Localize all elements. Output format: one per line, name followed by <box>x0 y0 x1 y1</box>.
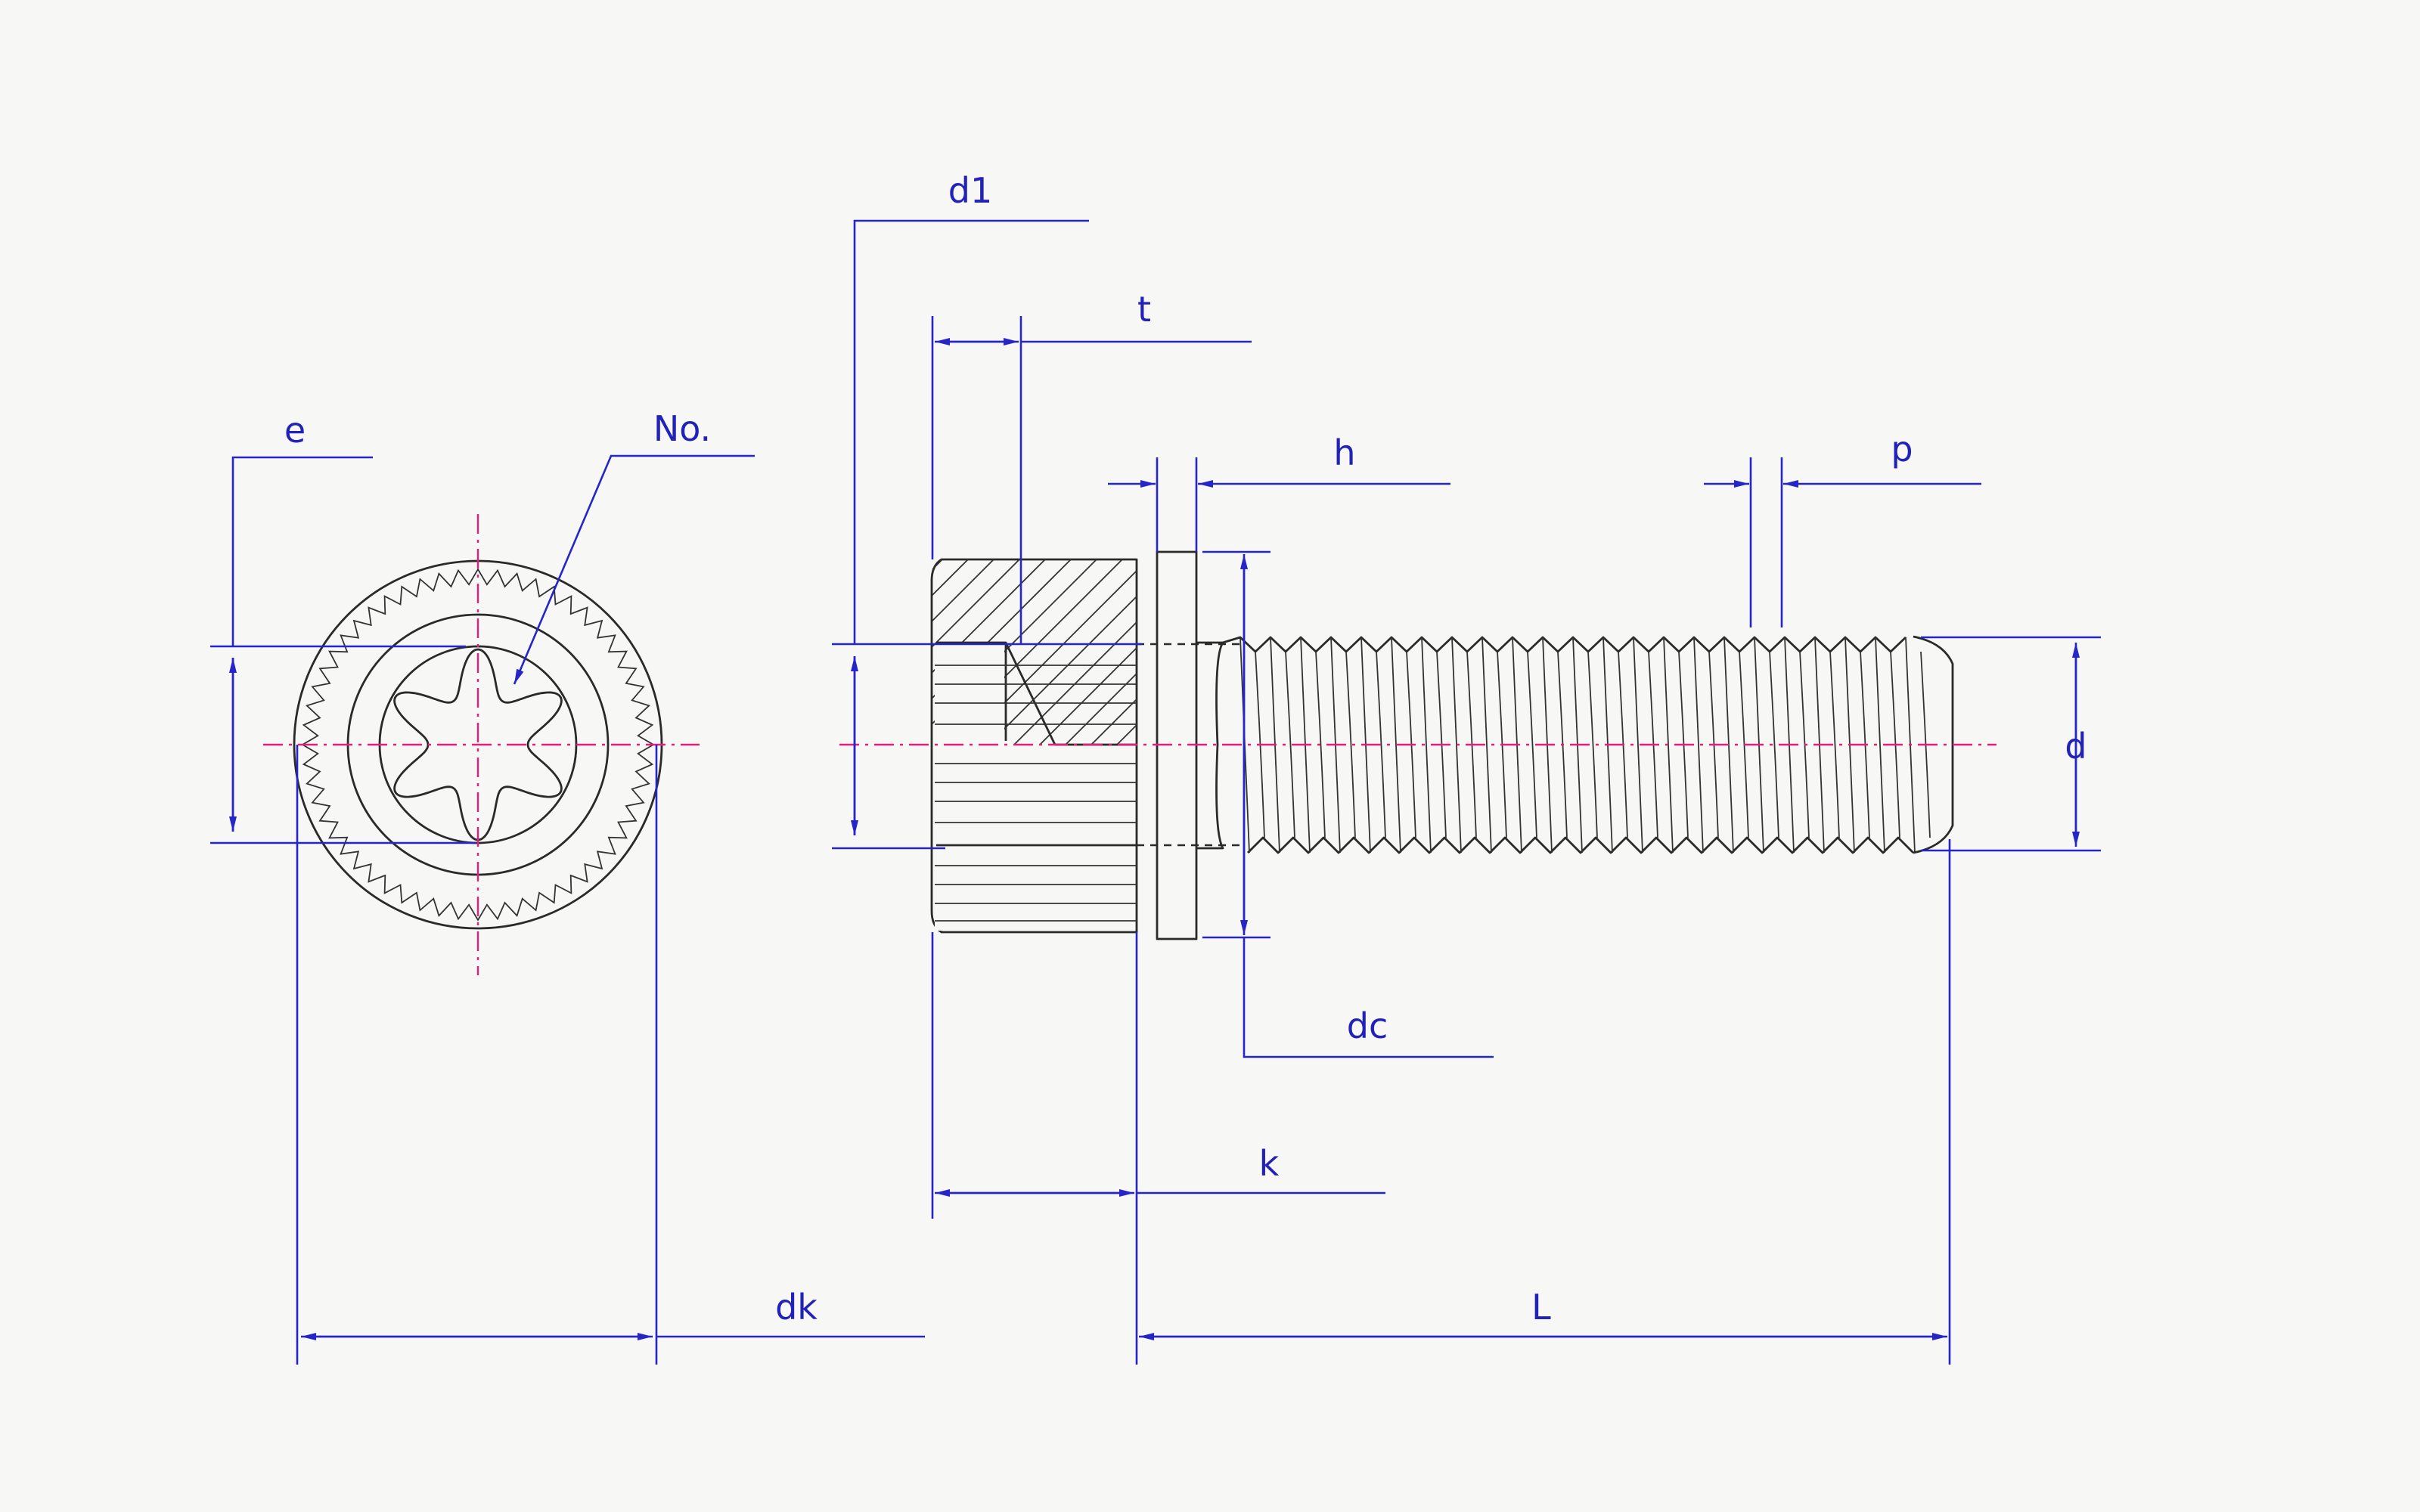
dim-k: k <box>931 932 1385 1365</box>
head-knurl-lines <box>935 665 1137 922</box>
dim-dc: dc <box>1202 550 1494 1058</box>
label-k: k <box>1259 1143 1280 1184</box>
label-d: d <box>2065 726 2086 767</box>
dim-h: h <box>1108 432 1450 552</box>
thread-profile <box>1222 636 1914 854</box>
screw-head <box>930 558 1138 934</box>
dim-t: t <box>931 289 1252 644</box>
label-t: t <box>1137 289 1151 330</box>
dim-e: e <box>210 410 476 844</box>
front-view <box>263 514 700 975</box>
label-e: e <box>284 410 306 451</box>
label-d1: d1 <box>948 170 992 211</box>
label-dc: dc <box>1347 1005 1388 1046</box>
dim-d: d <box>1921 636 2101 852</box>
dim-dk: dk <box>296 745 925 1365</box>
dim-no-leader: No. <box>513 408 755 685</box>
dim-d1: d1 <box>832 170 1142 850</box>
label-h: h <box>1333 432 1355 473</box>
label-L: L <box>1531 1287 1551 1328</box>
label-no: No. <box>653 408 711 449</box>
side-view <box>839 550 1996 940</box>
head-section-hatch <box>932 559 1137 931</box>
dim-L: L <box>1139 839 1951 1365</box>
label-dk: dk <box>775 1287 818 1328</box>
dim-p: p <box>1704 429 1981 627</box>
dimensions: e No. dk d1 <box>210 170 2101 1365</box>
label-p: p <box>1891 429 1913 469</box>
